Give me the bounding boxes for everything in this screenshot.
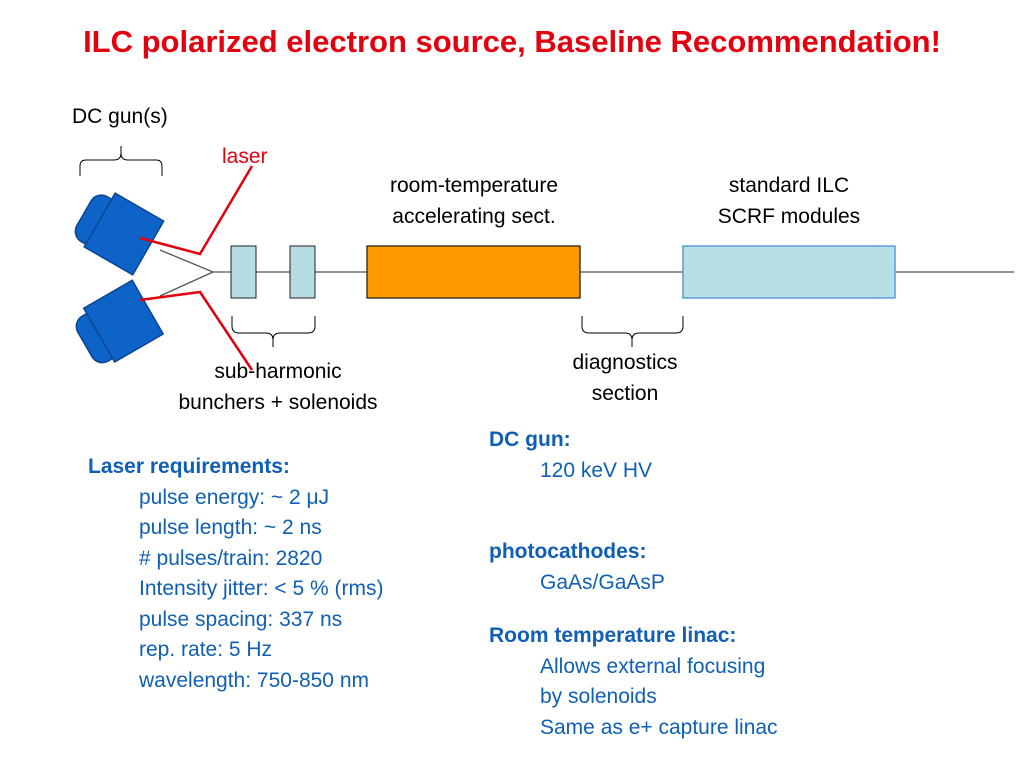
rt-section-label: room-temperature accelerating sect. bbox=[389, 174, 559, 228]
laser-req-item: Intensity jitter: < 5 % (rms) bbox=[139, 577, 384, 600]
rt-accelerating-section-box bbox=[366, 245, 581, 299]
rt-linac-heading: Room temperature linac: bbox=[489, 624, 737, 647]
photocathodes-item: GaAs/GaAsP bbox=[540, 570, 665, 594]
dc-gun-item: 120 keV HV bbox=[540, 458, 653, 482]
laser-line-lower bbox=[139, 290, 254, 371]
scrf-modules-box bbox=[682, 245, 896, 299]
laser-req-item: pulse energy: ~ 2 μJ bbox=[139, 485, 330, 509]
buncher-brace bbox=[231, 316, 316, 347]
laser-req-item: pulse spacing: 337 ns bbox=[139, 607, 343, 631]
diagnostics-label: diagnostics section bbox=[572, 351, 678, 405]
laser-requirements-block: Laser requirements: pulse energy: ~ 2 μJ… bbox=[88, 452, 383, 696]
photocathodes-block: photocathodes: GaAs/GaAsP bbox=[489, 537, 665, 598]
buncher-box-2 bbox=[289, 245, 316, 299]
dc-gun-heading: DC gun: bbox=[489, 428, 571, 451]
dc-gun-upper-icon bbox=[74, 192, 165, 276]
rt-linac-item: Allows external focusing bbox=[540, 654, 766, 678]
diagnostics-brace bbox=[581, 316, 684, 347]
scrf-label: standard ILC SCRF modules bbox=[717, 174, 861, 228]
gun-merge-line-upper bbox=[159, 249, 214, 273]
bunchers-label: sub-harmonic bunchers + solenoids bbox=[178, 360, 378, 414]
dc-gun-label: DC gun(s) bbox=[72, 105, 168, 128]
laser-label: laser bbox=[222, 145, 268, 168]
gun-merge-line-lower bbox=[159, 271, 214, 297]
rt-linac-block: Room temperature linac: Allows external … bbox=[489, 621, 778, 743]
page-title: ILC polarized electron source, Baseline … bbox=[83, 24, 941, 59]
laser-line-upper bbox=[139, 165, 254, 256]
laser-req-item: # pulses/train: 2820 bbox=[139, 546, 323, 570]
laser-req-item: rep. rate: 5 Hz bbox=[139, 638, 273, 661]
laser-requirements-heading: Laser requirements: bbox=[88, 455, 290, 478]
buncher-box-1 bbox=[230, 245, 257, 299]
dc-gun-brace bbox=[79, 146, 163, 176]
photocathodes-heading: photocathodes: bbox=[489, 540, 647, 563]
dc-gun-block: DC gun: 120 keV HV bbox=[489, 425, 652, 486]
rt-linac-item: Same as e+ capture linac bbox=[540, 715, 778, 739]
laser-req-item: pulse length: ~ 2 ns bbox=[139, 516, 322, 539]
laser-req-item: wavelength: 750-850 nm bbox=[139, 668, 369, 692]
rt-linac-item: by solenoids bbox=[540, 685, 657, 708]
